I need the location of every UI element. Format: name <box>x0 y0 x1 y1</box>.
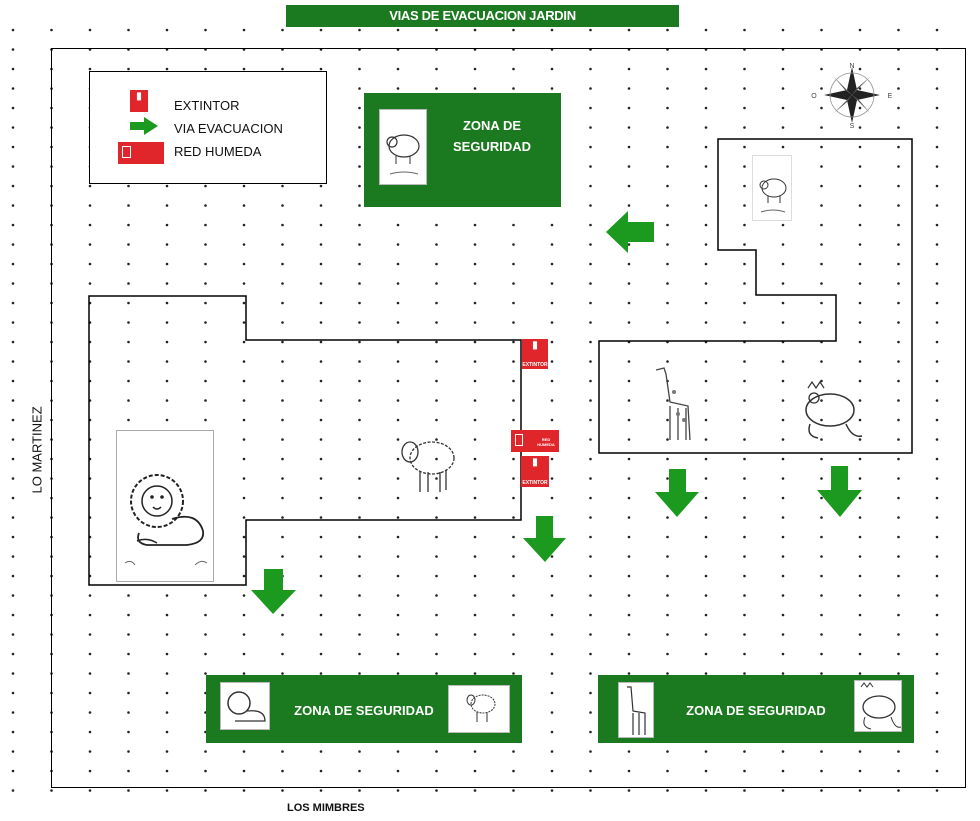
giraffe-icon <box>655 367 691 441</box>
evac-arrow-down <box>655 469 699 517</box>
frog-icon <box>805 380 863 439</box>
evac-arrow-down <box>251 569 296 614</box>
sheep-icon <box>401 441 455 492</box>
legend-label-extintor: EXTINTOR <box>174 98 240 113</box>
street-label-left: LO MARTINEZ <box>29 406 45 494</box>
right-classroom-outline <box>598 138 913 454</box>
extintor-sign-bottom: ▮ EXTINTOR <box>521 456 549 487</box>
safety-zone-top: ZONA DE SEGURIDAD <box>364 93 561 207</box>
pig-icon <box>759 178 787 213</box>
legend-arrow-icon <box>130 117 158 135</box>
giraffe-icon <box>627 686 646 735</box>
giraffe-small-card <box>618 682 654 738</box>
safety-zone-bottom-left: ZONA DE SEGURIDAD <box>206 675 522 743</box>
legend-box: ▮ EXTINTOR VIA EVACUACION RED HUMEDA <box>89 71 327 184</box>
pig-room-card <box>752 155 792 221</box>
compass-n: N <box>849 63 854 70</box>
compass-e: E <box>888 93 893 100</box>
legend-red-humeda-sign <box>118 142 164 164</box>
safety-zone-bottom-right: ZONA DE SEGURIDAD <box>598 675 914 743</box>
extintor-sign-top: ▮ EXTINTOR <box>522 339 548 369</box>
compass-rose-icon: N S E O <box>811 63 893 130</box>
zone-bottom-right-label: ZONA DE SEGURIDAD <box>686 703 826 718</box>
compass-w: O <box>811 93 817 100</box>
sheep-icon <box>466 694 496 722</box>
compass-s: S <box>850 123 855 130</box>
extintor-sign-text: EXTINTOR <box>522 480 548 486</box>
street-label-bottom: LOS MIMBRES <box>287 802 365 814</box>
red-humeda-sign: RED HUMEDA <box>511 430 559 452</box>
left-classroom-outline <box>88 295 522 586</box>
pig-card <box>379 109 427 185</box>
lion-icon <box>124 474 208 566</box>
lion-icon <box>227 691 266 722</box>
sheep-small-card <box>448 685 510 733</box>
red-humeda-sign-text: RED HUMEDA <box>537 437 555 447</box>
extintor-sign-text: EXTINTOR <box>522 362 548 368</box>
evac-arrow-down <box>523 516 566 562</box>
lion-small-card <box>220 682 270 730</box>
frog-icon <box>860 682 901 730</box>
legend-extintor-sign: ▮ <box>130 90 148 112</box>
zone-bottom-left-label: ZONA DE SEGURIDAD <box>294 703 434 718</box>
garden-boundary <box>51 48 966 788</box>
evac-arrow-left <box>606 211 654 253</box>
map-title: VIAS DE EVACUACION JARDIN <box>286 5 679 27</box>
lion-card <box>116 430 214 582</box>
zone-top-line2: SEGURIDAD <box>452 139 531 154</box>
frog-small-card <box>854 680 902 732</box>
legend-label-red-humeda: RED HUMEDA <box>174 144 262 159</box>
legend-label-via-evacuacion: VIA EVACUACION <box>174 121 283 136</box>
zone-top-line1: ZONA DE <box>462 118 522 133</box>
evac-arrow-down <box>817 466 862 517</box>
pig-icon <box>386 134 420 175</box>
